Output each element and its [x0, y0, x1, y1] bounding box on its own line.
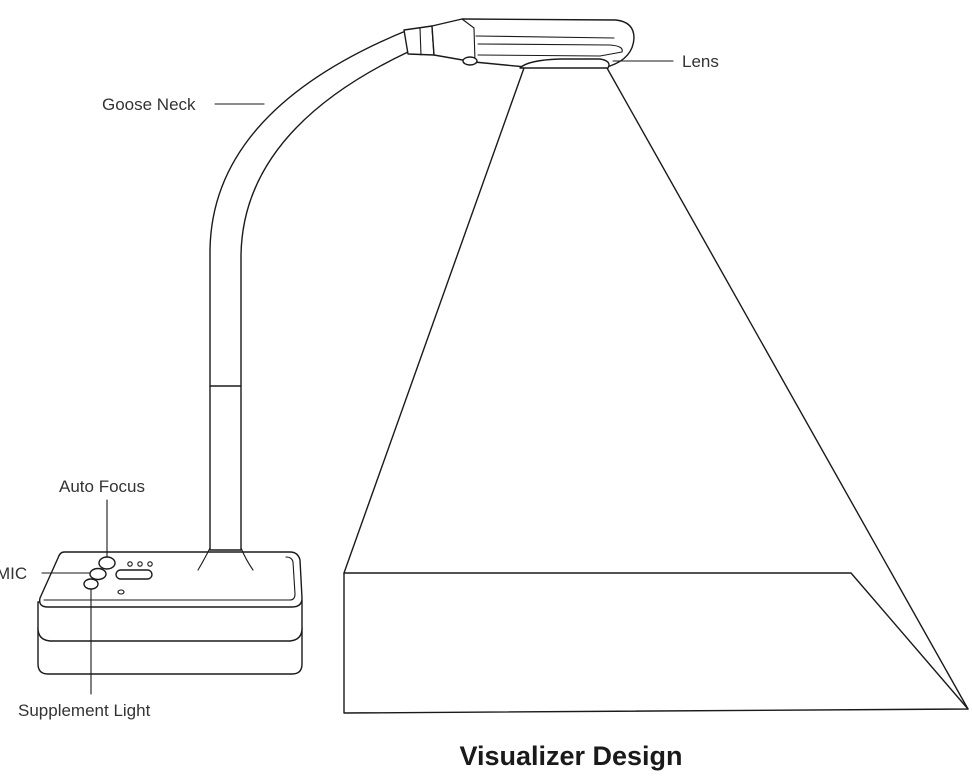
- control-panel-slot: [115, 569, 153, 580]
- small-port: [117, 589, 125, 595]
- goose-neck-label: Goose Neck: [102, 95, 196, 114]
- head-hinge: [462, 56, 478, 66]
- coupling-ring: [419, 27, 422, 56]
- indicator-dot-1: [127, 561, 133, 567]
- camera-head-panel: [477, 43, 623, 57]
- support-column: [209, 385, 242, 551]
- base-top-inner-edge: [43, 556, 296, 601]
- auto-focus-label: Auto Focus: [59, 477, 145, 496]
- camera-head-seam-top: [461, 18, 476, 63]
- goose-neck: [209, 25, 435, 387]
- diagram-title: Visualizer Design: [459, 741, 682, 771]
- camera-head-seam: [475, 35, 615, 39]
- mic-label: MIC: [0, 564, 27, 583]
- indicator-dot-3: [147, 561, 153, 567]
- base-middle-tier: [37, 599, 303, 642]
- supplement-light-label: Supplement Light: [18, 701, 151, 720]
- goose-neck-outer: [209, 29, 409, 387]
- view-line-left: [343, 67, 525, 574]
- projection-area: [343, 67, 969, 714]
- base-top-surface: [38, 551, 303, 608]
- leader-lines: [41, 60, 674, 695]
- neck-flare-right: [240, 547, 254, 571]
- camera-head: [431, 18, 635, 69]
- indicator-dot-2: [137, 561, 143, 567]
- lens-label: Lens: [682, 52, 719, 71]
- capture-plane: [343, 572, 969, 714]
- view-line-right: [606, 67, 969, 710]
- auto-focus-button: [98, 556, 116, 570]
- neck-coupling: [403, 25, 435, 56]
- supplement-light-button: [83, 578, 99, 590]
- column-sleeve: [209, 385, 242, 551]
- neck-flare-left: [197, 547, 211, 571]
- mic-port: [89, 567, 107, 581]
- base-unit: [37, 547, 303, 675]
- lens-housing: [519, 58, 610, 69]
- goose-neck-inner: [240, 51, 409, 387]
